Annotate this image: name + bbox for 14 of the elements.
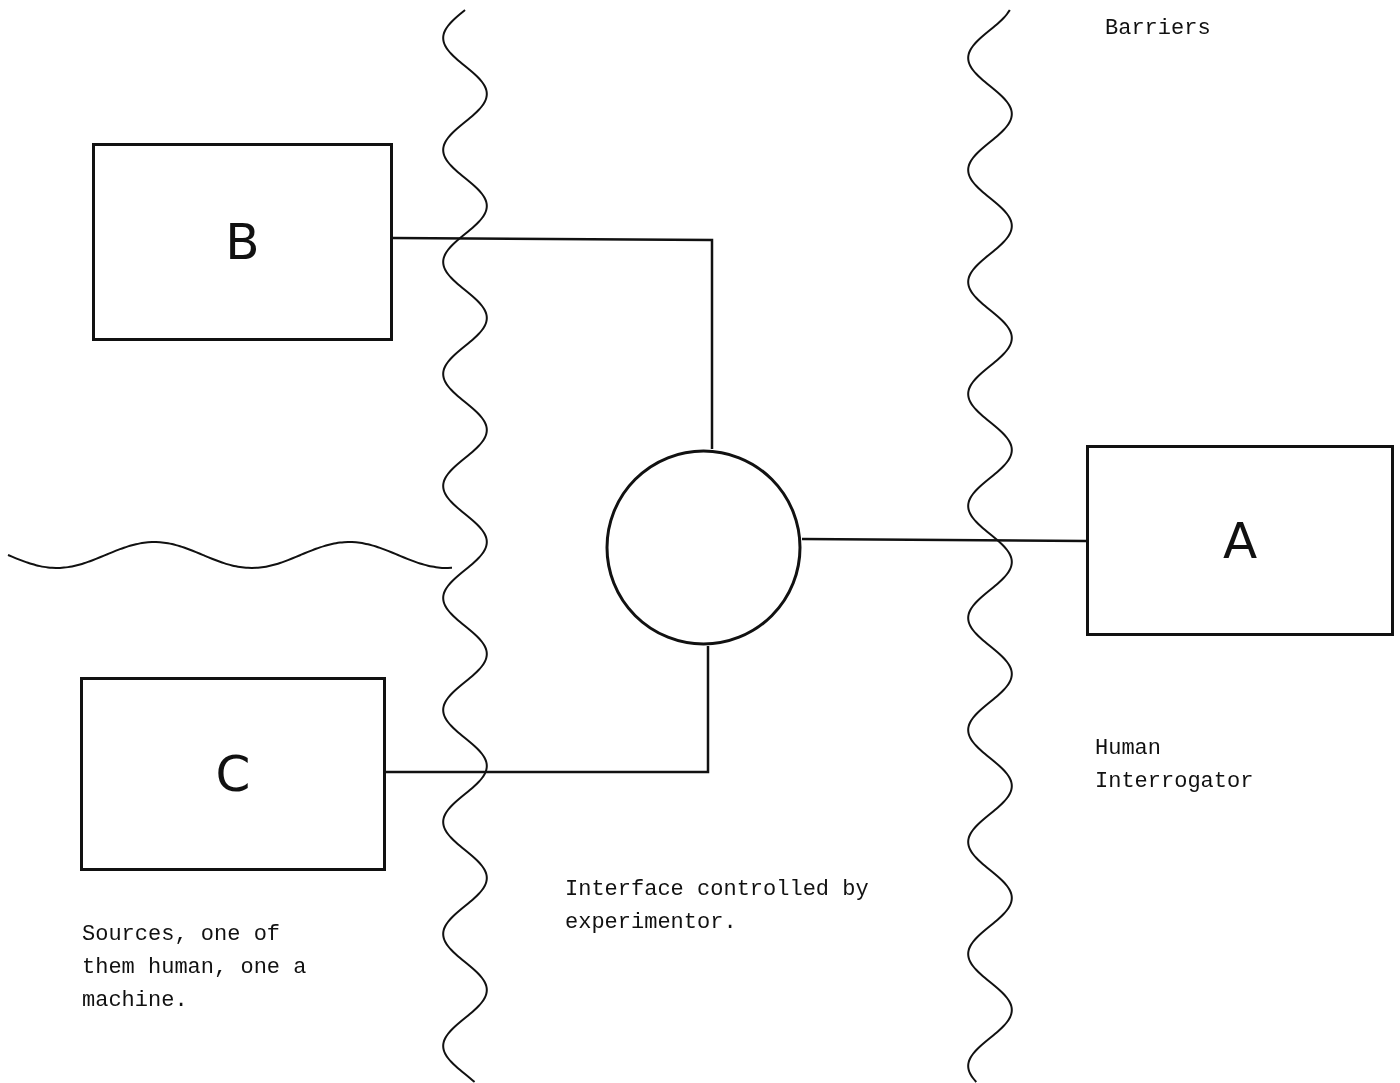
note-text: Sources, one of them human, one a machine. — [82, 921, 308, 1015]
node-label: C — [215, 745, 251, 803]
node-label: B — [225, 213, 260, 271]
process-box — [1086, 445, 1394, 636]
process-box — [80, 677, 386, 871]
note-text: Interface controlled by experimentor. — [565, 876, 870, 937]
note-text: Human Interrogator — [1095, 735, 1255, 796]
note-text: Barriers — [1105, 15, 1212, 43]
node-label: A — [1222, 511, 1258, 570]
process-box — [92, 143, 393, 341]
connector-line — [386, 646, 710, 774]
circle-node — [605, 449, 802, 646]
connector-line — [802, 537, 1086, 543]
connector-line — [393, 236, 714, 449]
